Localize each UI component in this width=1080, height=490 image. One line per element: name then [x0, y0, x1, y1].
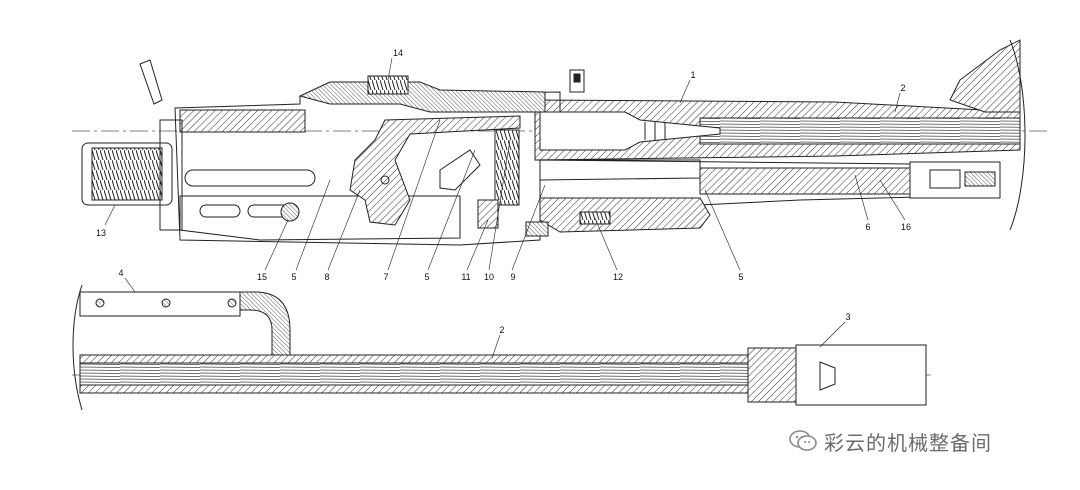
leader-lines-upper	[104, 57, 906, 271]
top-cover	[298, 81, 546, 113]
rear-lever	[139, 59, 163, 105]
watermark: 彩云的机械整备间	[788, 426, 992, 456]
front-sight	[569, 69, 585, 93]
pin-15	[280, 202, 300, 222]
top-spring-14	[367, 75, 409, 95]
lower-assembly	[72, 284, 935, 411]
callout-labels: 14 1 2 13 15 5 8 7 5 11 10 9 12 5 6 16 4…	[96, 48, 911, 335]
barrel-bore-2	[699, 117, 1021, 145]
callout-14: 14	[393, 48, 403, 58]
feed-lever	[349, 115, 521, 226]
callout-5-a: 5	[291, 272, 296, 282]
callout-16: 16	[901, 222, 911, 232]
upper-assembly	[72, 39, 1050, 246]
callout-11: 11	[461, 272, 470, 282]
callout-5-b: 5	[424, 272, 429, 282]
callout-1: 1	[690, 70, 695, 80]
wechat-icon	[789, 430, 817, 451]
recoil-spring	[494, 129, 520, 206]
callout-8: 8	[324, 272, 329, 282]
flash-cap-3	[795, 344, 927, 406]
callout-12: 12	[613, 272, 623, 282]
callout-2-lower: 2	[499, 325, 504, 335]
cartridge	[539, 111, 721, 151]
callout-15: 15	[257, 272, 267, 282]
lower-rail	[179, 195, 461, 241]
callout-9: 9	[510, 272, 515, 282]
callout-6: 6	[865, 222, 870, 232]
callout-5-c: 5	[738, 272, 743, 282]
buffer-13	[81, 142, 173, 206]
receiver-top-hatch	[179, 109, 306, 133]
callout-2-upper: 2	[900, 83, 905, 93]
trigger-housing-12	[539, 197, 711, 233]
callout-7: 7	[383, 272, 388, 282]
callout-13: 13	[96, 228, 106, 238]
callout-3: 3	[845, 312, 850, 322]
callout-10: 10	[484, 272, 494, 282]
muzzle-device	[949, 39, 1021, 113]
muzzle-ring	[747, 347, 797, 403]
callout-4: 4	[118, 268, 123, 278]
leader-lines-lower	[124, 277, 846, 359]
watermark-text: 彩云的机械整备间	[824, 430, 992, 455]
